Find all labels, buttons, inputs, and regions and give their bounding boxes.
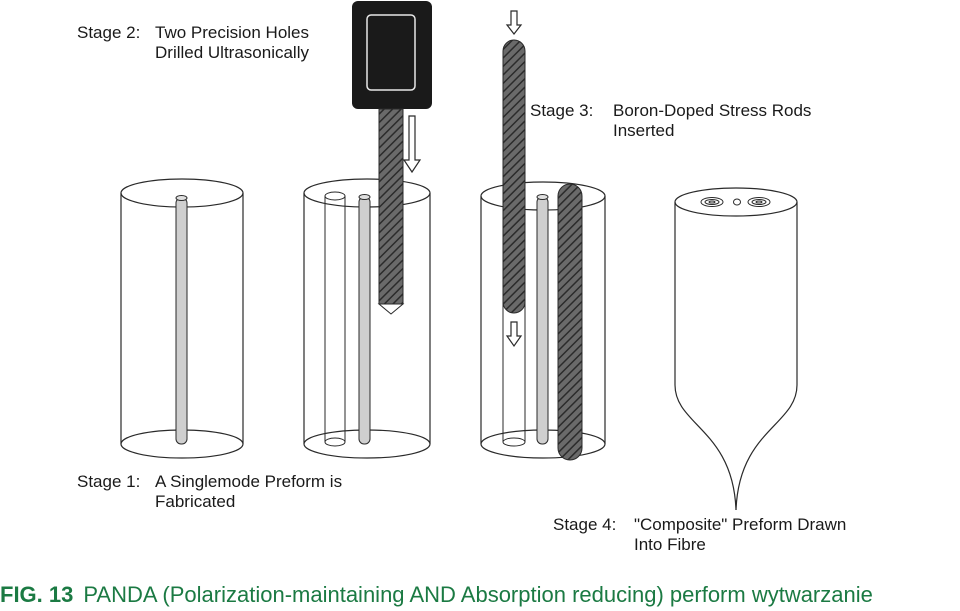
stage3-arrow-down-icon — [505, 321, 523, 348]
stress-rod-right — [557, 183, 583, 461]
stage3-core-rod — [536, 194, 549, 445]
stage4-line2: Into Fibre — [634, 535, 706, 554]
stage2-drilled-hole — [324, 191, 346, 447]
stage2-line2: Drilled Ultrasonically — [155, 43, 309, 62]
stage4-drawn-preform — [674, 187, 798, 511]
stage1-line1: A Singlemode Preform is — [155, 472, 343, 491]
stage2-line1: Two Precision Holes — [155, 23, 310, 42]
caption-text: PANDA (Polarization-maintaining AND Abso… — [83, 582, 873, 607]
stage1-number: Stage 1: — [77, 472, 141, 491]
stage3-preform — [480, 181, 606, 459]
figure-caption: FIG. 13 PANDA (Polarization-maintaining A… — [0, 582, 873, 608]
stage2-arrow-down-icon — [402, 115, 422, 174]
ultrasonic-drill-tool — [352, 1, 432, 315]
stage3-line2: Inserted — [613, 121, 675, 140]
stress-rod-left — [502, 39, 526, 314]
stage1-core-rod — [175, 195, 188, 445]
stage3-top-arrow-icon — [505, 10, 523, 35]
figure-number: FIG. 13 — [0, 582, 74, 607]
stage3-number: Stage 3: — [530, 101, 594, 120]
stage4-end-holes — [700, 197, 771, 207]
stage1-line2: Fabricated — [155, 492, 236, 511]
stage4-line1: "Composite" Preform Drawn — [634, 515, 847, 534]
stage4-number: Stage 4: — [553, 515, 617, 534]
stage2-core-rod — [358, 194, 371, 445]
stage3-line1: Boron-Doped Stress Rods — [613, 101, 812, 120]
stage2-number: Stage 2: — [77, 23, 141, 42]
